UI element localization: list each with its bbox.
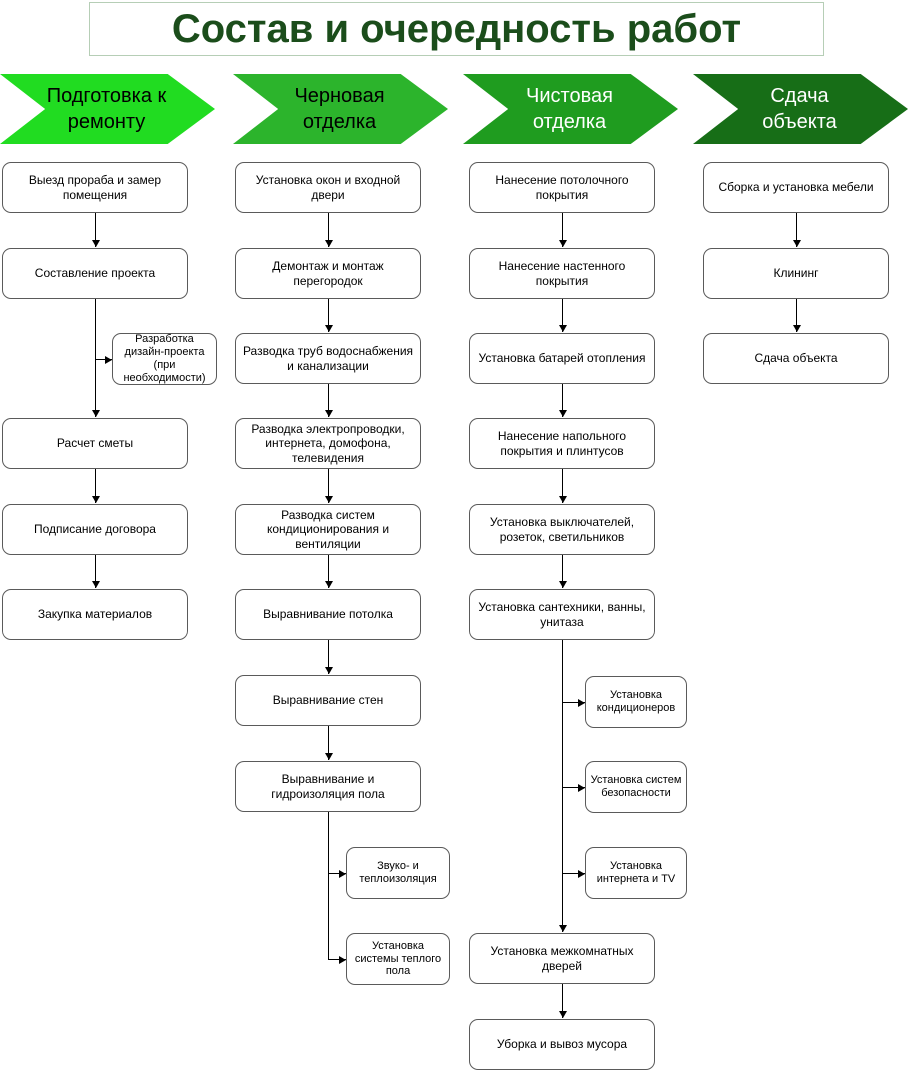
flow-step-optional: Разработка дизайн-проекта (при необходим… xyxy=(112,333,217,385)
flow-step-optional: Установка системы теплого пола xyxy=(346,933,450,985)
flow-arrow-down xyxy=(91,213,100,247)
flow-arrow-down xyxy=(324,384,333,417)
flow-arrow-right xyxy=(95,355,112,364)
flow-arrow-down xyxy=(558,640,567,932)
stage-header-preparation: Подготовка к ремонту xyxy=(0,74,215,144)
stage-header-fine-finish: Чистовая отделка xyxy=(463,74,678,144)
flow-step: Уборка и вывоз мусора xyxy=(469,1019,655,1070)
stage-header-label: Подготовка к ремонту xyxy=(46,85,167,133)
stage-header-rough-finish: Черновая отделка xyxy=(233,74,448,144)
page-title: Состав и очередность работ xyxy=(89,2,824,56)
flow-step: Установка сантехники, ванны, унитаза xyxy=(469,589,655,640)
flow-arrow-down xyxy=(91,299,100,417)
flow-arrow-down xyxy=(324,213,333,247)
flow-arrow-down xyxy=(324,299,333,332)
flow-step: Выравнивание стен xyxy=(235,675,421,726)
flow-step: Подписание договора xyxy=(2,504,188,555)
flow-arrow-right xyxy=(328,955,346,964)
flow-step: Нанесение потолочного покрытия xyxy=(469,162,655,213)
flow-step: Сборка и установка мебели xyxy=(703,162,889,213)
flow-arrow-right xyxy=(562,869,585,878)
stage-header-label: Черновая отделка xyxy=(294,85,385,133)
stage-header-label: Сдача объекта xyxy=(762,85,837,133)
flow-arrow-down xyxy=(558,213,567,247)
flow-arrow-down xyxy=(792,213,801,247)
flow-arrow-down xyxy=(792,299,801,332)
flow-step: Установка окон и входной двери xyxy=(235,162,421,213)
flow-arrow-down xyxy=(558,299,567,332)
flow-step: Сдача объекта xyxy=(703,333,889,384)
page-title-text: Состав и очередность работ xyxy=(171,6,742,51)
flow-line xyxy=(328,812,329,959)
flow-step: Нанесение напольного покрытия и плинтусо… xyxy=(469,418,655,469)
flow-arrow-right xyxy=(328,869,346,878)
flow-step: Выезд прораба и замер помещения xyxy=(2,162,188,213)
flow-arrow-down xyxy=(324,469,333,503)
flow-step: Разводка систем кондиционирования и вент… xyxy=(235,504,421,555)
flow-step: Расчет сметы xyxy=(2,418,188,469)
flow-step: Установка выключателей, розеток, светиль… xyxy=(469,504,655,555)
flow-step: Демонтаж и монтаж перегородок xyxy=(235,248,421,299)
flow-step-optional: Установка кондиционеров xyxy=(585,676,687,728)
flow-arrow-right xyxy=(562,783,585,792)
flow-step-optional: Звуко- и теплоизоляция xyxy=(346,847,450,899)
flow-step: Установка батарей отопления xyxy=(469,333,655,384)
flow-arrow-down xyxy=(324,726,333,760)
flow-step-optional: Установка систем безопасности xyxy=(585,761,687,813)
flow-arrow-down xyxy=(324,640,333,674)
flow-step: Установка межкомнатных дверей xyxy=(469,933,655,984)
flow-step-optional: Установка интернета и TV xyxy=(585,847,687,899)
flow-arrow-down xyxy=(91,555,100,588)
flow-arrow-right xyxy=(562,698,585,707)
flow-arrow-down xyxy=(558,469,567,503)
flow-step: Составление проекта xyxy=(2,248,188,299)
stage-header-label: Чистовая отделка xyxy=(526,85,613,133)
flow-step: Выравнивание и гидроизоляция пола xyxy=(235,761,421,812)
stage-header-handover: Сдача объекта xyxy=(693,74,908,144)
flow-step: Выравнивание потолка xyxy=(235,589,421,640)
flow-step: Разводка труб водоснабжения и канализаци… xyxy=(235,333,421,384)
flow-step: Закупка материалов xyxy=(2,589,188,640)
flow-arrow-down xyxy=(91,469,100,503)
flow-step: Клининг xyxy=(703,248,889,299)
flow-arrow-down xyxy=(558,984,567,1018)
flow-step: Нанесение настенного покрытия xyxy=(469,248,655,299)
flow-step: Разводка электропроводки, интернета, дом… xyxy=(235,418,421,469)
flow-arrow-down xyxy=(558,555,567,588)
flow-arrow-down xyxy=(558,384,567,417)
flow-arrow-down xyxy=(324,555,333,588)
